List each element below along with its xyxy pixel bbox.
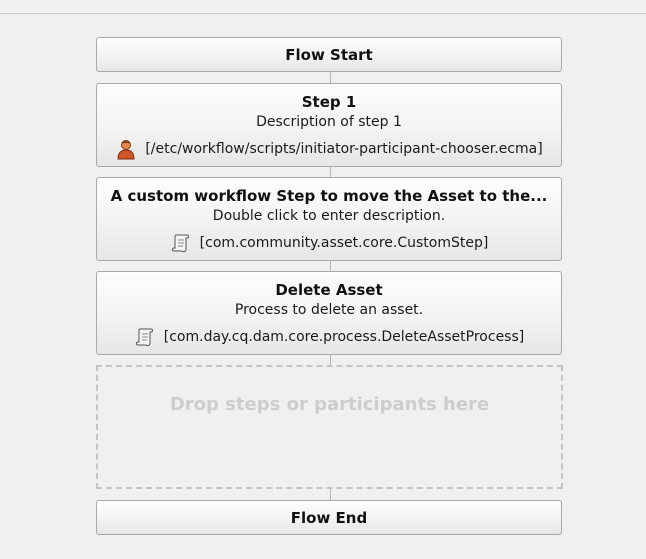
step-implementation: [/etc/workflow/scripts/initiator-partici… — [97, 138, 561, 160]
step-title: Delete Asset — [275, 281, 383, 299]
process-script-icon — [134, 326, 156, 348]
flow-start-label: Flow Start — [285, 46, 373, 64]
connector-line — [330, 488, 331, 500]
step-title: Step 1 — [301, 93, 357, 111]
step-implementation: [com.community.asset.core.CustomStep] — [97, 232, 561, 254]
drop-zone-label: Drop steps or participants here — [169, 394, 490, 415]
connector-line — [330, 260, 331, 272]
step-implementation-text: [/etc/workflow/scripts/initiator-partici… — [145, 141, 543, 157]
step-implementation-text: [com.day.cq.dam.core.process.DeleteAsset… — [163, 329, 525, 345]
step-description: Description of step 1 — [256, 114, 402, 130]
step-title: A custom workflow Step to move the Asset… — [110, 187, 548, 205]
flow-end-label: Flow End — [290, 509, 368, 527]
workflow-step-2[interactable]: A custom workflow Step to move the Asset… — [96, 177, 562, 261]
connector-line — [330, 71, 331, 83]
step-implementation-text: [com.community.asset.core.CustomStep] — [199, 235, 489, 251]
process-script-icon — [170, 232, 192, 254]
workflow-step-1[interactable]: Step 1 Description of step 1 [/etc/workf… — [96, 83, 562, 167]
connector-line — [330, 166, 331, 178]
step-description: Process to delete an asset. — [234, 302, 424, 318]
workflow-step-3[interactable]: Delete Asset Process to delete an asset.… — [96, 271, 562, 355]
flow-end-node[interactable]: Flow End — [96, 500, 562, 535]
top-divider — [0, 13, 646, 14]
flow-start-node[interactable]: Flow Start — [96, 37, 562, 72]
step-description: Double click to enter description. — [212, 208, 446, 224]
connector-line — [330, 354, 331, 366]
participant-icon — [115, 138, 137, 160]
step-implementation: [com.day.cq.dam.core.process.DeleteAsset… — [97, 326, 561, 348]
drop-zone[interactable]: Drop steps or participants here — [96, 365, 563, 489]
